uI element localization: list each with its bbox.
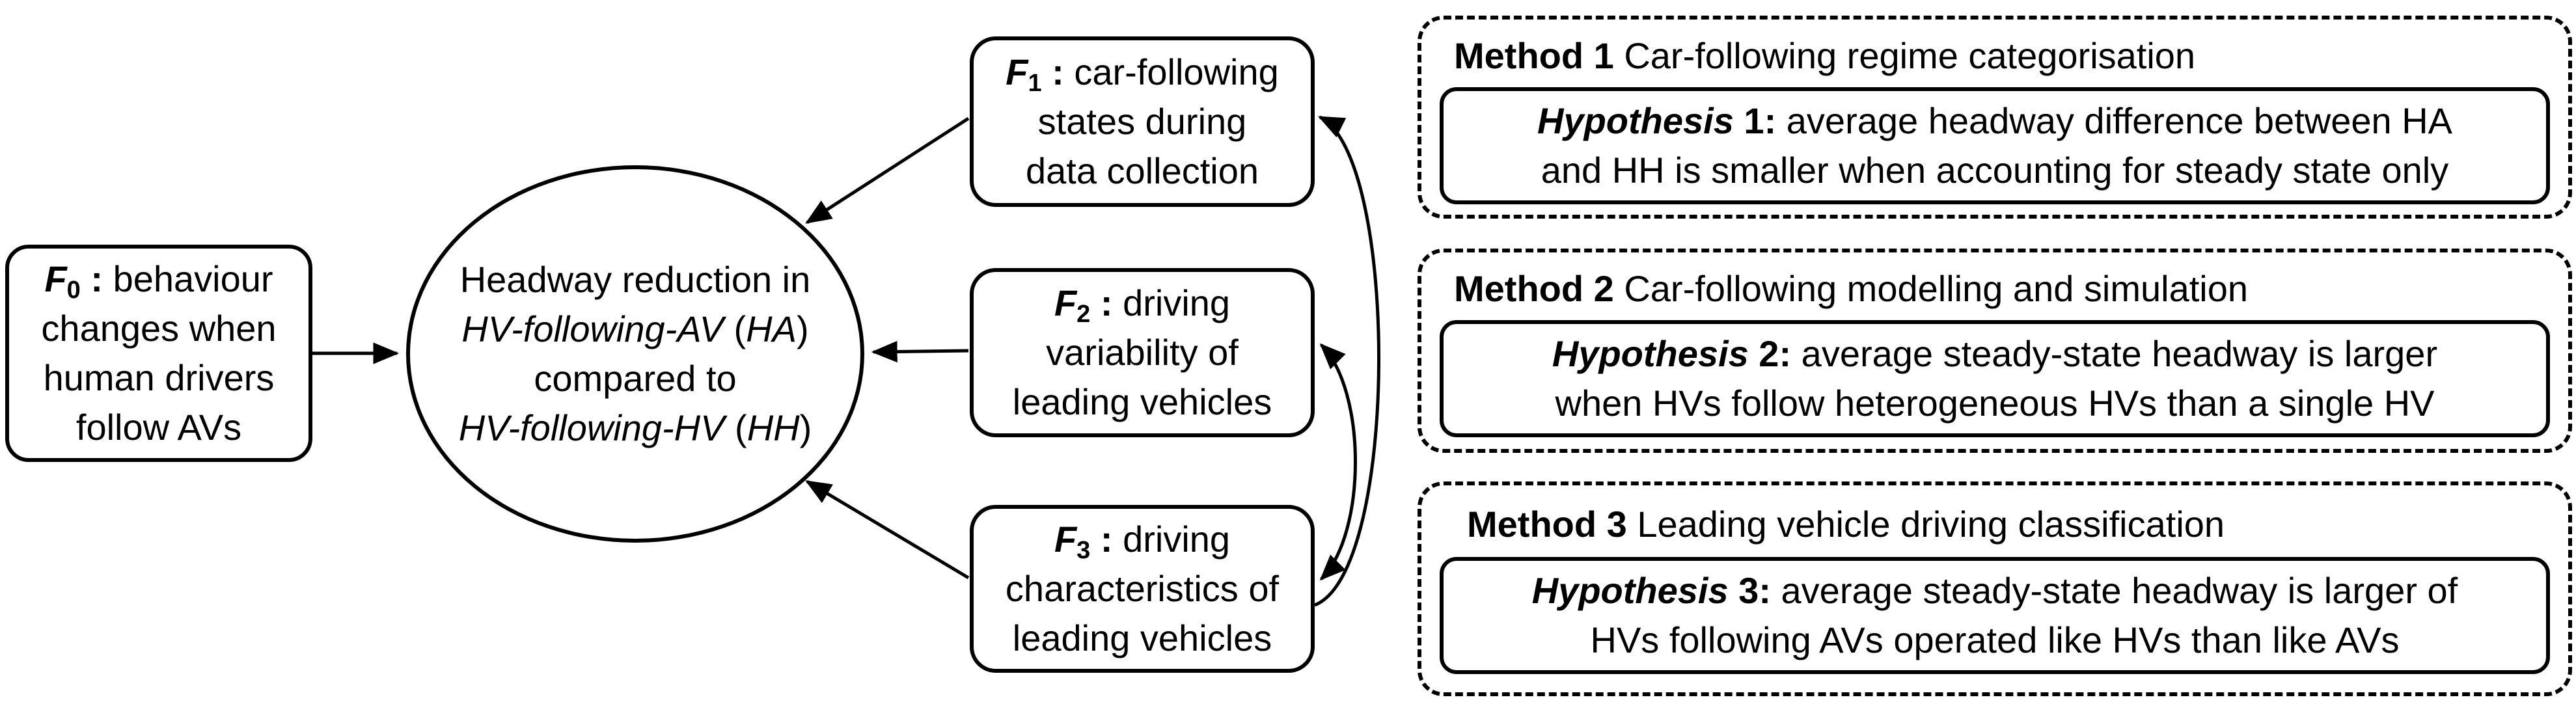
- hypothesis-1-box: Hypothesis 1: average headway difference…: [1440, 87, 2550, 204]
- method-1-title: Method 1 Car-following regime categorisa…: [1454, 35, 2196, 76]
- hypothesis-2-line-2: when HVs follow heterogeneous HVs than a…: [1555, 383, 2435, 424]
- factor-f1-first-line: F1 : car-following: [1006, 51, 1279, 97]
- arrow-f1-to-center: [805, 116, 970, 224]
- center-line-4: HV-following-HV (HH): [458, 407, 812, 448]
- factor-f0-box: F0 : behaviour changes when human driver…: [5, 245, 312, 462]
- factor-f3-id: F3: [1054, 519, 1091, 564]
- factor-f2-first-line: F2 : driving: [1054, 282, 1231, 328]
- method-1-panel: Method 1 Car-following regime categorisa…: [1418, 16, 2572, 219]
- method-3-title: Method 3 Leading vehicle driving classif…: [1467, 504, 2225, 545]
- factor-f2-line: leading vehicles: [1012, 381, 1272, 422]
- factor-f0-line: follow AVs: [75, 407, 242, 448]
- factor-f3-box: F3 : driving characteristics of leading …: [970, 505, 1315, 673]
- hypothesis-3-line-1: Hypothesis 3: average steady-state headw…: [1531, 570, 2458, 611]
- arrow-f3-to-center: [805, 480, 970, 580]
- hypothesis-3-line-2: HVs following AVs operated like HVs than…: [1590, 619, 2400, 660]
- factor-f3-line: leading vehicles: [1012, 617, 1272, 658]
- hypothesis-1-line-2: and HH is smaller when accounting for st…: [1541, 150, 2449, 191]
- factor-f0-id: F0: [44, 258, 81, 304]
- factor-f2-box: F2 : driving variability of leading vehi…: [970, 268, 1315, 437]
- center-line-3: compared to: [534, 358, 737, 399]
- method-2-panel: Method 2 Car-following modelling and sim…: [1418, 249, 2572, 453]
- factor-f3-first-line: F3 : driving: [1054, 519, 1231, 564]
- hypothesis-1-line-1: Hypothesis 1: average headway difference…: [1537, 100, 2452, 141]
- factor-f0-line: changes when: [41, 308, 277, 349]
- method-2-title: Method 2 Car-following modelling and sim…: [1454, 268, 2249, 309]
- method-3-panel: Method 3 Leading vehicle driving classif…: [1418, 481, 2572, 696]
- factor-f1-line: states during: [1037, 101, 1247, 142]
- arrow-f3-f2-bidirectional: [1319, 343, 1357, 581]
- center-line-1: Headway reduction in: [459, 259, 811, 300]
- factor-f1-id: F1: [1006, 51, 1042, 97]
- arrow-f2-to-center: [871, 340, 969, 363]
- factor-f1-box: F1 : car-following states during data co…: [970, 36, 1315, 207]
- factor-f0-line: human drivers: [43, 357, 275, 398]
- factor-f2-id: F2: [1054, 282, 1091, 328]
- hypothesis-2-box: Hypothesis 2: average steady-state headw…: [1440, 320, 2550, 437]
- arrow-f3-to-f1: [1314, 115, 1380, 607]
- factor-f0-first-line: F0 : behaviour: [44, 258, 273, 304]
- center-line-2: HV-following-AV (HA): [461, 308, 809, 349]
- hypothesis-3-box: Hypothesis 3: average steady-state headw…: [1440, 557, 2550, 674]
- hypothesis-2-line-1: Hypothesis 2: average steady-state headw…: [1552, 333, 2438, 374]
- headway-reduction-ellipse: Headway reduction in HV-following-AV (HA…: [406, 165, 864, 543]
- factor-f2-line: variability of: [1046, 332, 1239, 373]
- factor-f1-line: data collection: [1025, 150, 1259, 191]
- factor-f3-line: characteristics of: [1005, 568, 1280, 609]
